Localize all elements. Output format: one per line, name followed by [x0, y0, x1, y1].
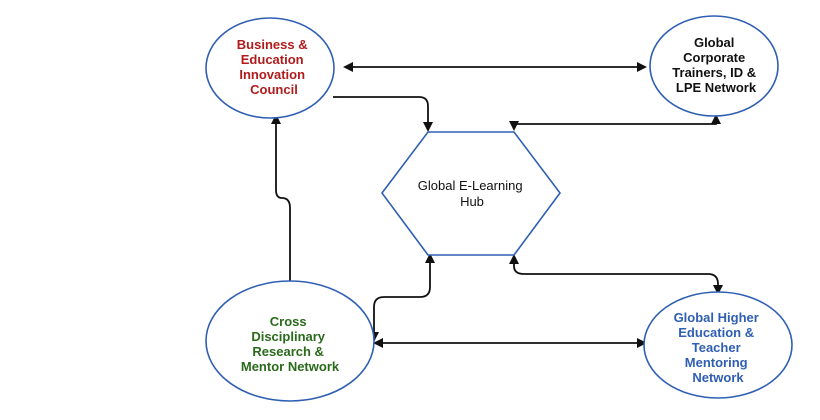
node-cross-disciplinary: Cross Disciplinary Research & Mentor Net… [205, 280, 375, 402]
node-business-line-4: Council [250, 82, 298, 97]
node-cross-disciplinary-label: Cross Disciplinary Research & Mentor Net… [241, 314, 340, 374]
node-corporate-line-4: LPE Network [676, 80, 757, 95]
node-hub-line-1: Global E-Learning [418, 178, 523, 193]
node-corporate-line-2: Corporate [683, 50, 745, 65]
connector-hub-higher-ed [509, 254, 723, 295]
node-higher-ed-line-2: Education & [678, 325, 754, 340]
connector-corporate-hub [509, 114, 721, 131]
node-cross-line-4: Mentor Network [241, 359, 340, 374]
node-business-line-1: Business & [237, 37, 308, 52]
node-corporate-network-label: Global Corporate Trainers, ID & LPE Netw… [672, 35, 759, 95]
node-business-council-circle [205, 17, 335, 119]
node-cross-line-2: Disciplinary [251, 329, 325, 344]
node-business-council-label: Business & Education Innovation Council [237, 37, 311, 97]
node-cross-line-3: Research & [252, 344, 324, 359]
connector-cross-hub [369, 253, 435, 342]
node-higher-ed-line-3: Teacher [692, 340, 741, 355]
node-cross-disciplinary-circle [205, 280, 375, 402]
node-higher-education: Global Higher Education & Teacher Mentor… [643, 291, 793, 399]
node-hub-hexagon [381, 131, 561, 256]
node-corporate-line-1: Global [694, 35, 734, 50]
node-corporate-line-3: Trainers, ID & [672, 65, 756, 80]
node-higher-education-circle [643, 291, 793, 399]
connector-cross-business [271, 114, 291, 284]
connector-business-hub [333, 96, 433, 132]
node-business-line-3: Innovation [239, 67, 305, 82]
node-higher-ed-line-5: Network [692, 370, 744, 385]
node-higher-ed-line-4: Mentoring [685, 355, 748, 370]
node-cross-line-1: Cross [270, 314, 307, 329]
node-higher-education-label: Global Higher Education & Teacher Mentor… [674, 310, 763, 385]
node-business-line-2: Education [241, 52, 304, 67]
node-hub: Global E-Learning Hub [381, 131, 561, 256]
node-corporate-network: Global Corporate Trainers, ID & LPE Netw… [649, 15, 779, 117]
connectors [271, 62, 723, 348]
node-corporate-network-circle [649, 15, 779, 117]
node-hub-label: Global E-Learning Hub [418, 178, 526, 209]
node-higher-ed-line-1: Global Higher [674, 310, 759, 325]
node-hub-line-2: Hub [460, 194, 484, 209]
node-business-council: Business & Education Innovation Council [205, 17, 335, 119]
